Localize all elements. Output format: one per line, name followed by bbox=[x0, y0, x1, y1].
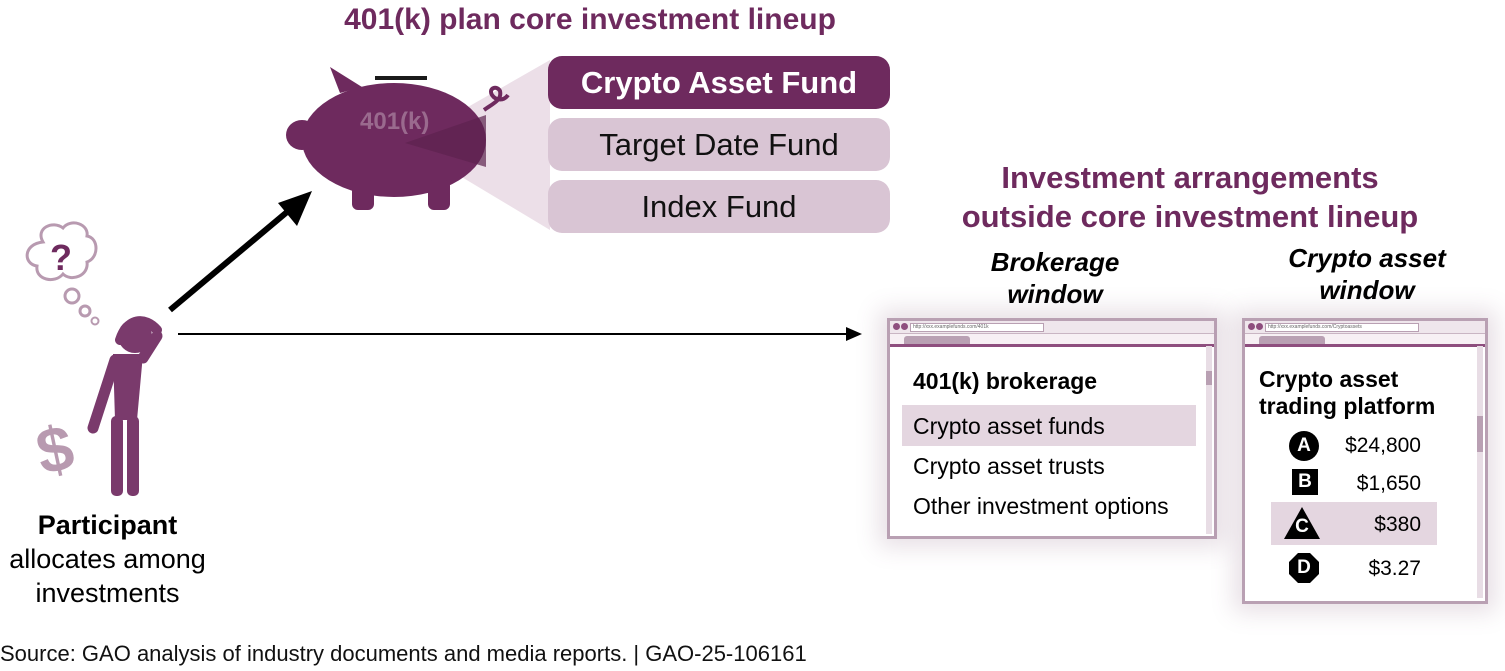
piggy-bank-icon: 401(k) bbox=[286, 60, 550, 230]
brokerage-window-title: Brokerage window bbox=[955, 246, 1155, 310]
outside-title-line1: Investment arrangements bbox=[1001, 160, 1379, 195]
brokerage-item-highlight bbox=[902, 405, 1196, 446]
coin-b-letter: B bbox=[1292, 469, 1318, 495]
participant-label-title: Participant bbox=[37, 510, 178, 540]
crypto-heading-line2: trading platform bbox=[1259, 393, 1436, 419]
brokerage-tab-bar bbox=[890, 334, 1214, 347]
brokerage-scrollbar[interactable] bbox=[1206, 346, 1212, 534]
arrow-to-core bbox=[168, 204, 295, 313]
coin-c-icon: C bbox=[1284, 507, 1320, 539]
participant-label-line3: investments bbox=[35, 578, 180, 608]
crypto-tab-bar bbox=[1245, 334, 1485, 347]
fund-index: Index Fund bbox=[548, 180, 890, 233]
core-lineup-title: 401(k) plan core investment lineup bbox=[344, 3, 836, 36]
crypto-title-line1: Crypto asset bbox=[1288, 243, 1446, 273]
coin-b-price: $1,650 bbox=[1356, 472, 1421, 495]
fund-crypto-asset: Crypto Asset Fund bbox=[548, 56, 890, 109]
coin-a-icon: A bbox=[1289, 431, 1319, 461]
brokerage-address-bar: http://xxx.examplefunds.com/401k bbox=[890, 321, 1214, 334]
crypto-heading-line1: Crypto asset bbox=[1259, 366, 1399, 392]
browser-tab bbox=[904, 336, 970, 344]
brokerage-browser-window: http://xxx.examplefunds.com/401k 401(k) … bbox=[887, 318, 1217, 539]
participant-figure-icon: ? $ bbox=[25, 221, 163, 496]
browser-tab bbox=[1259, 336, 1325, 344]
participant-label: Participant allocates among investments bbox=[0, 508, 215, 610]
coin-d-price: $3.27 bbox=[1368, 557, 1421, 580]
crypto-scroll-thumb[interactable] bbox=[1477, 416, 1483, 452]
outside-title-line2: outside core investment lineup bbox=[961, 199, 1419, 234]
window-control-icon bbox=[1256, 323, 1263, 330]
crypto-scrollbar[interactable] bbox=[1477, 346, 1483, 598]
brokerage-title-line1: Brokerage bbox=[990, 247, 1120, 277]
brokerage-item-other[interactable]: Other investment options bbox=[913, 493, 1169, 519]
outside-lineup-title: Investment arrangements outside core inv… bbox=[930, 158, 1450, 236]
question-mark-icon: ? bbox=[50, 237, 72, 278]
brokerage-title-line2: window bbox=[1007, 279, 1103, 309]
brokerage-heading: 401(k) brokerage bbox=[913, 368, 1098, 394]
window-control-icon bbox=[1248, 323, 1255, 330]
window-control-icon bbox=[901, 323, 908, 330]
crypto-window-title: Crypto asset window bbox=[1262, 242, 1472, 306]
arrow-head-outside-icon bbox=[846, 327, 862, 341]
participant-label-line2: allocates among bbox=[9, 544, 206, 574]
fund-target-date: Target Date Fund bbox=[548, 118, 890, 171]
crypto-address-bar: http://xxx.examplefunds.com/Cryptoassets bbox=[1245, 321, 1485, 334]
brokerage-url: http://xxx.examplefunds.com/401k bbox=[910, 323, 1044, 332]
arrow-head-core-icon bbox=[278, 191, 312, 226]
coin-a-price: $24,800 bbox=[1345, 434, 1421, 457]
brokerage-item-funds[interactable]: Crypto asset funds bbox=[913, 413, 1105, 439]
crypto-url: http://xxx.examplefunds.com/Cryptoassets bbox=[1265, 323, 1419, 332]
window-control-icon bbox=[893, 323, 900, 330]
crypto-platform-heading: Crypto asset trading platform bbox=[1259, 366, 1435, 420]
crypto-title-line2: window bbox=[1319, 275, 1415, 305]
coin-d-icon: D bbox=[1289, 553, 1319, 583]
thought-cloud-icon bbox=[25, 221, 98, 282]
coin-b-icon: B bbox=[1292, 469, 1318, 495]
piggy-label: 401(k) bbox=[360, 108, 429, 135]
brokerage-item-trusts[interactable]: Crypto asset trusts bbox=[913, 453, 1105, 479]
coin-d-letter: D bbox=[1289, 553, 1319, 583]
dollar-sign-icon: $ bbox=[30, 411, 80, 489]
source-note: Source: GAO analysis of industry documen… bbox=[0, 641, 807, 666]
coin-a-letter: A bbox=[1289, 431, 1319, 461]
coin-c-price: $380 bbox=[1374, 513, 1421, 536]
brokerage-scroll-thumb[interactable] bbox=[1206, 371, 1212, 385]
crypto-browser-window: http://xxx.examplefunds.com/Cryptoassets… bbox=[1242, 318, 1488, 604]
